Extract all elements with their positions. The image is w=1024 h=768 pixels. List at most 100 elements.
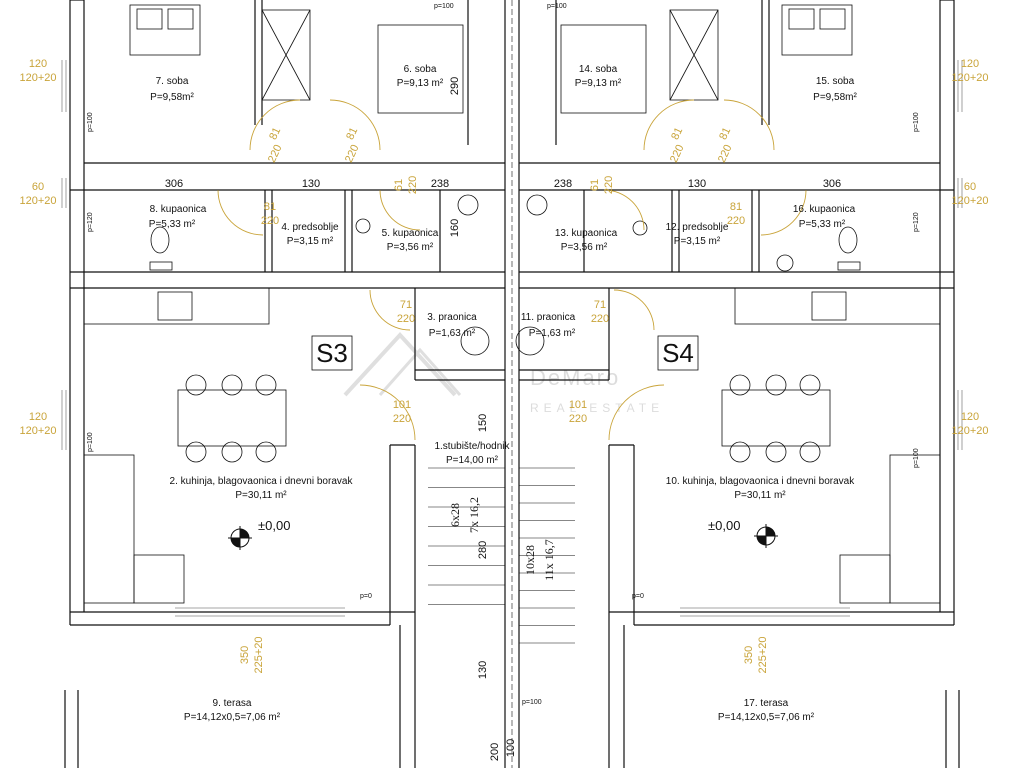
sofa-icon xyxy=(889,454,941,604)
watermark: DeMaro REAL ESTATE xyxy=(343,332,659,415)
dimension-labels: 306 130 238 238 130 306 160 290 150 280 … xyxy=(84,77,940,761)
level-marker-icon xyxy=(228,526,252,550)
room-area: P=30,11 m² xyxy=(734,490,786,501)
room-name: 6. soba xyxy=(404,64,437,75)
dim-text: 238 xyxy=(554,178,572,190)
dim-text: 220 xyxy=(261,215,279,227)
sill-text: p=0 xyxy=(360,593,372,600)
dim-text: 120+20 xyxy=(19,195,56,207)
stair-text: 6x28 xyxy=(448,503,462,527)
stairs xyxy=(428,467,575,644)
dim-text: 120+20 xyxy=(19,425,56,437)
room-labels: 7. soba P=9,58m² 6. soba P=9,13 m² 14. s… xyxy=(149,64,858,723)
dim-text: 160 xyxy=(449,219,461,237)
room-area: P=1,63 m² xyxy=(429,328,476,339)
toilet-icon xyxy=(838,226,858,254)
dim-text: 100 xyxy=(505,739,517,757)
stair-text: 10x28 xyxy=(523,545,537,575)
room-area: P=3,56 m² xyxy=(561,242,608,253)
dim-text: 306 xyxy=(165,178,183,190)
level-label: ±0,00 xyxy=(258,518,290,533)
unit-label-s3: S3 xyxy=(316,338,348,368)
room-name: 4. predsoblje xyxy=(281,222,339,233)
dim-text: 101 xyxy=(393,399,411,411)
door-swings xyxy=(217,99,807,441)
sill-labels: p=100 p=100 p=100 p=120 p=100 p=100 p=12… xyxy=(87,3,920,706)
dim-text: 225+20 xyxy=(253,636,265,673)
dim-text: 220 xyxy=(397,313,415,325)
room-area: P=9,13 m² xyxy=(575,78,622,89)
room-area: P=14,00 m² xyxy=(446,455,499,466)
dim-text: 81 xyxy=(669,126,685,142)
dim-text: 71 xyxy=(400,299,412,311)
room-area: P=3,15 m² xyxy=(287,236,334,247)
room-name: 16. kupaonica xyxy=(793,204,856,215)
dim-text: 71 xyxy=(594,299,606,311)
room-area: P=3,56 m² xyxy=(387,242,434,253)
sill-text: p=100 xyxy=(913,112,920,132)
opening-dimensions: 120 120+20 60 120+20 120 120+20 120 120+… xyxy=(19,58,988,674)
room-name: 1.stubište/hodnik xyxy=(434,441,510,452)
dining-table xyxy=(721,389,831,447)
dim-text: 130 xyxy=(688,178,706,190)
dim-text: 81 xyxy=(730,201,742,213)
sill-text: p=100 xyxy=(547,3,567,10)
sink-icon xyxy=(526,194,548,216)
dim-text: 220 xyxy=(393,413,411,425)
sill-text: p=0 xyxy=(632,593,644,600)
level-label: ±0,00 xyxy=(708,518,740,533)
dim-text: 120 xyxy=(29,411,47,423)
dim-text: 61 xyxy=(589,179,601,191)
room-name: 7. soba xyxy=(156,76,189,87)
room-name: 13. kupaonica xyxy=(555,228,618,239)
sill-text: p=100 xyxy=(434,3,454,10)
dim-text: 280 xyxy=(477,541,489,559)
dim-text: 61 xyxy=(393,179,405,191)
room-area: P=14,12x0,5=7,06 m² xyxy=(184,712,281,723)
room-name: 11. praonica xyxy=(521,312,576,323)
windows xyxy=(61,60,963,617)
kitchen-counter xyxy=(83,287,270,325)
room-name: 9. terasa xyxy=(213,698,252,709)
level-marker-icon xyxy=(754,524,778,548)
washer-icon xyxy=(460,326,490,356)
washer-icon xyxy=(515,326,545,356)
room-name: 3. praonica xyxy=(427,312,477,323)
sill-text: p=100 xyxy=(913,448,920,468)
dim-text: 81 xyxy=(264,201,276,213)
dim-text: 150 xyxy=(477,414,489,432)
dim-text: 81 xyxy=(344,126,360,142)
room-name: 14. soba xyxy=(579,64,618,75)
sill-text: p=120 xyxy=(913,212,920,232)
dim-text: 130 xyxy=(477,661,489,679)
wardrobe-icon xyxy=(261,9,311,101)
dim-text: 350 xyxy=(743,646,755,664)
dim-text: 290 xyxy=(449,77,461,95)
watermark-name: DeMaro xyxy=(530,365,620,390)
bed-icon xyxy=(560,24,647,114)
dim-text: 225+20 xyxy=(757,636,769,673)
dim-text: 220 xyxy=(407,176,419,194)
sill-text: p=100 xyxy=(522,699,542,706)
sofa-icon xyxy=(83,454,135,604)
dim-text: 120 xyxy=(29,58,47,70)
room-area: P=3,15 m² xyxy=(674,236,721,247)
toilet-icon xyxy=(150,226,170,254)
unit-label-s4: S4 xyxy=(662,338,694,368)
dim-text: 238 xyxy=(431,178,449,190)
room-name: 17. terasa xyxy=(744,698,789,709)
dim-text: 60 xyxy=(964,181,976,193)
furniture xyxy=(83,4,941,604)
dim-text: 120+20 xyxy=(951,425,988,437)
room-area: P=5,33 m² xyxy=(799,219,846,230)
room-area: P=30,11 m² xyxy=(235,490,287,501)
room-area: P=5,33 m² xyxy=(149,219,196,230)
sill-text: p=120 xyxy=(87,212,94,232)
sink-icon xyxy=(457,194,479,216)
dim-text: 306 xyxy=(823,178,841,190)
dim-text: 81 xyxy=(717,126,733,142)
dim-text: 220 xyxy=(569,413,587,425)
chairs xyxy=(185,374,821,463)
room-area: P=9,13 m² xyxy=(397,78,444,89)
